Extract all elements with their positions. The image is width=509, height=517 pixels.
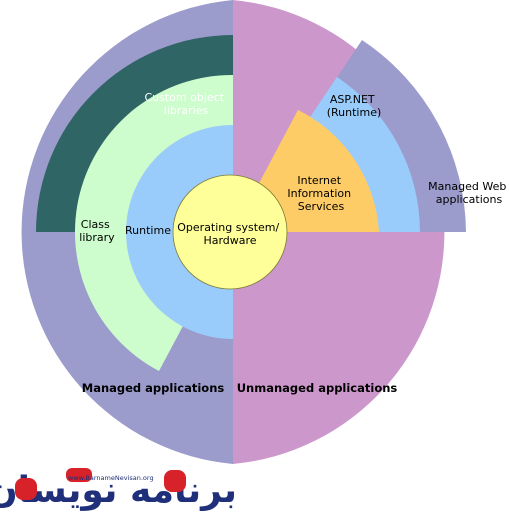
unmanaged-applications-label: Unmanaged applications xyxy=(237,381,398,395)
managed-applications-label: Managed applications xyxy=(82,381,225,395)
logo-accent-right xyxy=(164,470,186,492)
logo-accent-mid xyxy=(66,468,92,482)
runtime-label: Runtime xyxy=(125,224,171,237)
site-logo: برنامه نویسان www.BarnameNevisan.org xyxy=(0,468,237,511)
iis-label: Internet Information Services xyxy=(287,174,354,213)
asp-net-label: ASP.NET (Runtime) xyxy=(327,93,382,119)
logo-text: برنامه نویسان xyxy=(0,470,237,511)
custom-object-libraries-label: Custom object libraries xyxy=(144,91,227,117)
logo-url: www.BarnameNevisan.org xyxy=(68,474,154,482)
logo-accent-left xyxy=(15,478,37,500)
operating-system-region xyxy=(172,174,288,290)
class-library-label: Class library xyxy=(79,218,115,244)
operating-system-label: Operating system/ Hardware xyxy=(177,221,282,247)
managed-web-applications-label: Managed Web applications xyxy=(428,180,509,206)
